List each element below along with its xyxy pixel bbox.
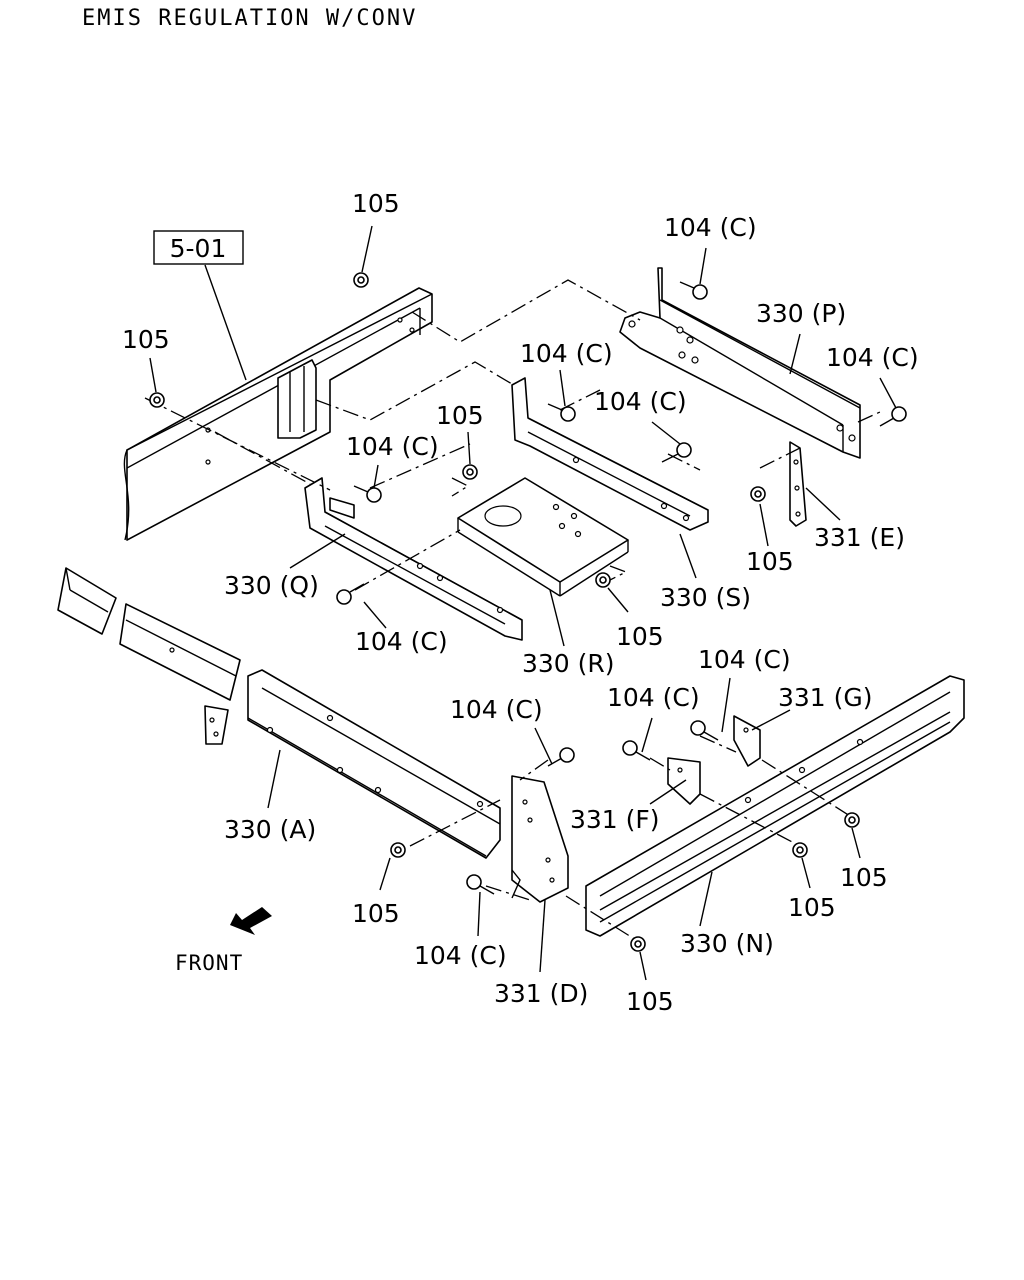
bolt-104c-icon — [661, 442, 692, 463]
nut-105-icon — [750, 486, 766, 502]
callout-104c[interactable]: 104 (C) — [520, 339, 613, 368]
callout-104c[interactable]: 104 (C) — [414, 941, 507, 970]
front-indicator-label: FRONT — [175, 951, 243, 975]
callout-105[interactable]: 105 — [788, 893, 836, 922]
bracket-330-s[interactable] — [511, 377, 709, 531]
front-arrow-icon — [230, 907, 272, 935]
nut-105-icon — [595, 572, 611, 588]
callout-104c[interactable]: 104 (C) — [594, 387, 687, 416]
callout-330-r[interactable]: 330 (R) — [522, 649, 615, 678]
fasteners — [149, 272, 907, 952]
bolt-104c-icon — [547, 403, 576, 422]
callout-104c[interactable]: 104 (C) — [826, 343, 919, 372]
callout-104c[interactable]: 104 (C) — [607, 683, 700, 712]
plate-330-r[interactable] — [457, 477, 629, 597]
callout-331-f[interactable]: 331 (F) — [570, 805, 660, 834]
bracket-330-p[interactable] — [619, 267, 861, 459]
bolt-104c-icon — [336, 583, 365, 605]
callout-105[interactable]: 105 — [616, 622, 664, 651]
reference-box-label: 5-01 — [170, 234, 227, 263]
bracket-331-e[interactable] — [789, 441, 807, 527]
reference-box-5-01[interactable]: 5-01 — [153, 230, 244, 265]
bolt-104c-icon — [466, 874, 495, 895]
bolt-104c-icon — [690, 720, 719, 741]
callout-105[interactable]: 105 — [352, 189, 400, 218]
bolt-104c-icon — [879, 406, 907, 427]
part-callouts: 105 105 104 (C) 330 (P) 104 (C) 104 (C) … — [122, 189, 919, 1016]
bolt-104c-icon — [353, 485, 382, 503]
callout-105[interactable]: 105 — [626, 987, 674, 1016]
frame-rail-5-01 — [123, 287, 433, 541]
callout-104c[interactable]: 104 (C) — [664, 213, 757, 242]
nut-105-icon — [353, 272, 369, 288]
nut-105-icon — [462, 464, 478, 480]
callout-330-s[interactable]: 330 (S) — [660, 583, 751, 612]
alignment-lines — [144, 279, 881, 941]
bracket-331-g[interactable] — [733, 715, 761, 767]
nut-105-icon — [149, 392, 165, 408]
nut-105-icon — [844, 812, 860, 828]
callout-104c[interactable]: 104 (C) — [355, 627, 448, 656]
callout-331-g[interactable]: 331 (G) — [778, 683, 873, 712]
callout-104c[interactable]: 104 (C) — [346, 432, 439, 461]
callout-104c[interactable]: 104 (C) — [450, 695, 543, 724]
diagram-title: EMIS REGULATION W/CONV — [82, 6, 418, 31]
bracket-331-d[interactable] — [511, 775, 569, 903]
callout-330-a[interactable]: 330 (A) — [224, 815, 316, 844]
leader-lines — [149, 225, 897, 981]
callout-330-p[interactable]: 330 (P) — [756, 299, 846, 328]
callout-105[interactable]: 105 — [746, 547, 794, 576]
callout-330-q[interactable]: 330 (Q) — [224, 571, 319, 600]
bolt-104c-icon — [679, 281, 708, 300]
callout-105[interactable]: 105 — [436, 401, 484, 430]
bolt-104c-icon — [622, 740, 651, 761]
nut-105-icon — [792, 842, 808, 858]
callout-331-e[interactable]: 331 (E) — [814, 523, 905, 552]
callout-330-n[interactable]: 330 (N) — [680, 929, 774, 958]
callout-331-d[interactable]: 331 (D) — [494, 979, 588, 1008]
callout-105[interactable]: 105 — [840, 863, 888, 892]
bolt-104c-icon — [547, 747, 575, 767]
nut-105-icon — [630, 936, 646, 952]
callout-105[interactable]: 105 — [122, 325, 170, 354]
rail-330-n[interactable] — [585, 675, 965, 937]
side-rail-left — [57, 567, 241, 745]
callout-104c[interactable]: 104 (C) — [698, 645, 791, 674]
rail-330-a[interactable] — [247, 669, 501, 859]
bracket-330-q[interactable] — [304, 477, 523, 641]
callout-105[interactable]: 105 — [352, 899, 400, 928]
nut-105-icon — [390, 842, 406, 858]
